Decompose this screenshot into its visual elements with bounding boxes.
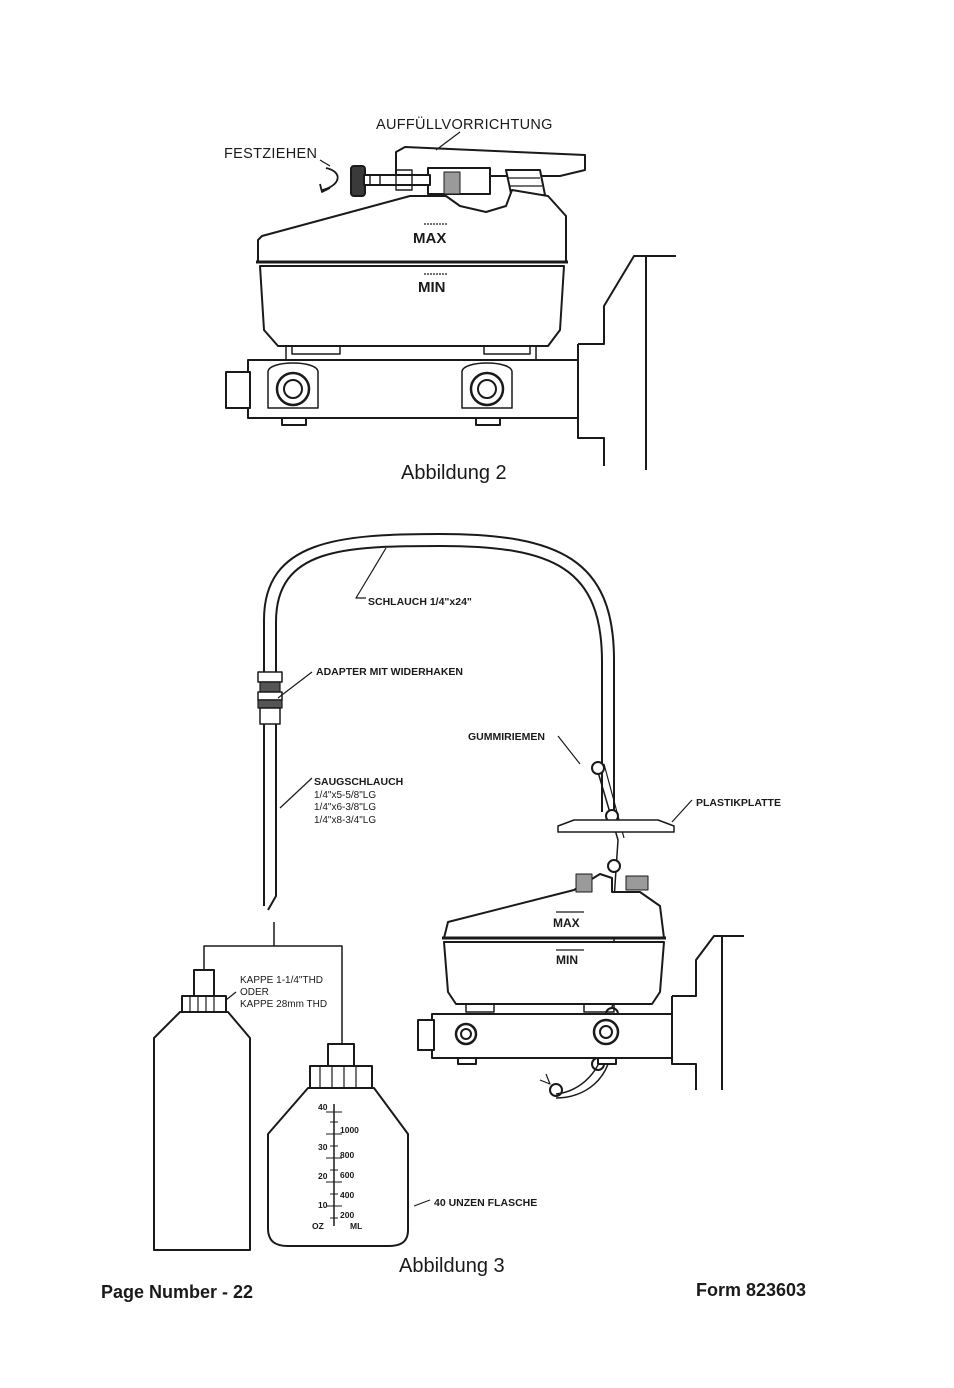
label-max-fig3: MAX: [553, 916, 580, 930]
label-min-fig2: MIN: [418, 279, 446, 296]
page-number: Page Number - 22: [101, 1282, 254, 1302]
label-suction-size-3: 1/4"x8-3/4"LG: [314, 815, 376, 826]
label-plastic-plate: PLASTIKPLATTE: [696, 797, 781, 809]
figure3-bleeder-setup: [153, 533, 744, 1251]
label-rubber-strap: GUMMIRIEMEN: [468, 731, 545, 743]
scale-ml-800: 800: [340, 1150, 354, 1160]
label-hose: SCHLAUCH 1/4"x24": [368, 596, 472, 608]
scale-ml-unit: ML: [350, 1221, 362, 1231]
label-cap-line2: ODER: [240, 987, 269, 998]
scale-ml-1000: 1000: [340, 1125, 359, 1135]
scale-oz-unit: OZ: [312, 1221, 324, 1231]
caption-figure-2: Abbildung 2: [401, 462, 507, 484]
scale-oz-30: 30: [318, 1142, 328, 1152]
label-suction-size-2: 1/4"x6-3/8"LG: [314, 802, 376, 813]
scale-oz-20: 20: [318, 1171, 328, 1181]
label-cap-line1: KAPPE 1-1/4"THD: [240, 975, 323, 986]
figure2-master-cylinder: [225, 131, 676, 470]
scale-oz-40: 40: [318, 1102, 328, 1112]
scale-ml-600: 600: [340, 1170, 354, 1180]
scale-oz-10: 10: [318, 1200, 328, 1210]
label-suction-hose: SAUGSCHLAUCH: [314, 776, 403, 788]
label-filler-device: AUFFÜLLVORRICHTUNG: [376, 115, 553, 133]
label-bottle: 40 UNZEN FLASCHE: [434, 1197, 537, 1209]
caption-figure-3: Abbildung 3: [399, 1255, 505, 1277]
form-number: Form 823603: [696, 1280, 807, 1300]
label-tighten: FESTZIEHEN: [224, 146, 317, 162]
scale-ml-400: 400: [340, 1190, 354, 1200]
scale-ml-200: 200: [340, 1210, 354, 1220]
label-max-fig2: MAX: [413, 230, 446, 247]
label-cap-line3: KAPPE 28mm THD: [240, 999, 327, 1010]
label-min-fig3: MIN: [556, 953, 578, 967]
label-suction-size-1: 1/4"x5-5/8"LG: [314, 790, 376, 801]
label-adapter: ADAPTER MIT WIDERHAKEN: [316, 666, 463, 678]
